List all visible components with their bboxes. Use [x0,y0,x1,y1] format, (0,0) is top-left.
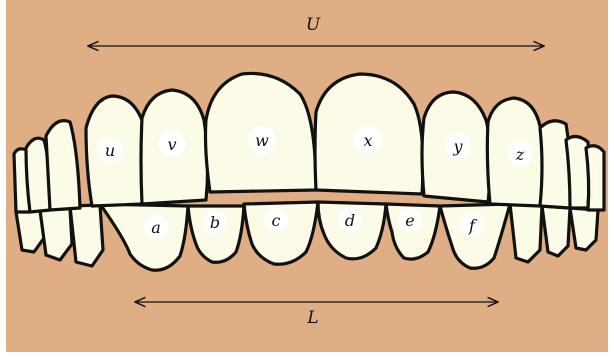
label-u: u [105,141,115,160]
lower-arch-label: L [306,308,318,328]
label-w: w [255,131,269,150]
label-e: e [405,211,414,230]
lower-canine-left-outer [70,205,103,266]
upper-molar-right-outer [586,146,604,210]
label-z: z [515,145,525,164]
label-a: a [151,218,161,237]
lower-premolar-right-outer [542,206,570,256]
label-d: d [345,211,355,230]
label-b: b [210,213,220,232]
lower-premolar-left-outer [40,208,72,260]
label-x: x [363,131,372,150]
label-c: c [272,211,281,230]
upper-canine-right-outer [540,121,571,208]
label-v: v [167,135,176,154]
lower-molar-right-outer [570,208,598,250]
label-y: y [452,137,463,156]
upper-arch-label: U [306,15,321,35]
lower-canine-right-outer [510,204,542,262]
